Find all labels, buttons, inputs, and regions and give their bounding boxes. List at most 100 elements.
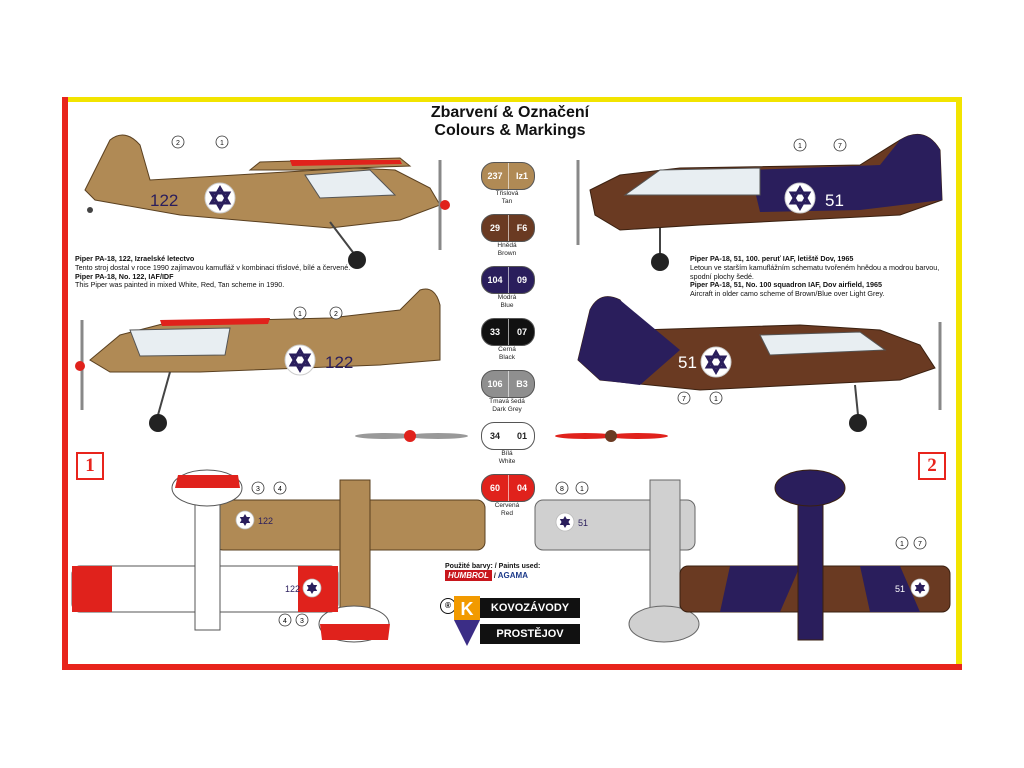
scheme1-top-serial: 122 — [258, 516, 273, 526]
callout-3: 3 — [300, 618, 304, 625]
swatch-name-english: Dark Grey — [492, 405, 522, 413]
title-english: Colours & Markings — [434, 122, 586, 139]
callout-7: 7 — [682, 396, 686, 403]
swatch-name-czech: Hnědá — [497, 242, 517, 249]
agama-logo: AGAMA — [497, 571, 528, 580]
swatch-code-left: 106 — [487, 379, 503, 389]
swatch-name-czech: Modrá — [497, 294, 517, 301]
scheme-number-2: 2 — [918, 452, 946, 480]
callout-3: 3 — [256, 486, 260, 493]
kovozavody-logo: ® K KOVOZÁVODY PROSTĚJOV — [440, 596, 580, 646]
scheme2-upper-serial: 51 — [825, 191, 844, 210]
callout-1: 1 — [580, 486, 584, 493]
frame-left-red — [62, 97, 68, 670]
swatch-name-czech: Červená — [494, 502, 520, 509]
swatch-name-english: Tan — [501, 197, 513, 205]
swatch-code-left: 60 — [489, 483, 500, 493]
swatch-pill: 34 01 — [481, 422, 535, 450]
swatch-name-english: Brown — [497, 249, 517, 257]
paints-used: Použité barvy: / Paints used: HUMBROL / … — [445, 563, 575, 581]
callout-1: 1 — [714, 396, 718, 403]
swatch-code-right: Iz1 — [508, 163, 534, 189]
scheme1-planform-views — [71, 469, 486, 643]
scheme2-side-view-left — [576, 133, 943, 271]
swatch-name-czech: Třislová — [495, 190, 519, 197]
scheme2-side-view-right — [577, 296, 942, 432]
page-title: Zbarvení & Označení Colours & Markings — [400, 104, 620, 140]
callout-1: 1 — [298, 311, 302, 318]
swatch-name-english: Black — [499, 353, 515, 361]
swatch-pill: 104 09 — [481, 266, 535, 294]
swatch-name-czech: Černá — [498, 346, 516, 353]
scheme1-description: Piper PA-18, 122, Izraelské letectvo Ten… — [75, 254, 405, 290]
scheme1-en-title: Piper PA-18, No. 122, IAF/IDF — [75, 271, 174, 281]
scheme1-cz-text: Tento stroj dostal v roce 1990 zajímavou… — [75, 262, 351, 272]
callout-1: 1 — [220, 140, 224, 147]
callout-4: 4 — [278, 486, 282, 493]
swatch-pill: 33 07 — [481, 318, 535, 346]
scheme2-en-text: Aircraft in older camo scheme of Brown/B… — [690, 289, 885, 299]
scheme2-bottom-serial: 51 — [895, 584, 905, 594]
scheme1-en-text: This Piper was painted in mixed White, R… — [75, 280, 285, 290]
scheme1-side-view-right — [75, 288, 441, 432]
scheme2-planform-views — [534, 469, 951, 643]
swatch-code-left: 29 — [489, 223, 500, 233]
swatch-pill: 60 04 — [481, 474, 535, 502]
callout-8: 8 — [560, 486, 564, 493]
frame-right-yellow — [956, 97, 962, 670]
scheme2-cz-text: Letoun ve starším kamuflážním schematu t… — [690, 262, 940, 281]
swatch-code-right: F6 — [508, 215, 534, 241]
scheme1-cz-title: Piper PA-18, 122, Izraelské letectvo — [75, 254, 195, 263]
humbrol-logo: HUMBROL — [445, 570, 492, 581]
swatch-code-left: 33 — [489, 327, 500, 337]
paints-label: Použité barvy: / Paints used: — [445, 563, 541, 570]
swatch-code-right: 01 — [508, 423, 534, 449]
scheme2-lower-serial: 51 — [678, 353, 697, 372]
callout-2: 2 — [334, 311, 338, 318]
scheme-number-1: 1 — [76, 452, 104, 480]
swatch-name-english: White — [498, 457, 516, 465]
scheme2-cz-title: Piper PA-18, 51, 100. peruť IAF, letiště… — [690, 254, 854, 263]
swatch-name-english: Red — [501, 509, 513, 517]
scheme2-en-title: Piper PA-18, 51, No. 100 squadron IAF, D… — [690, 280, 882, 290]
swatch-name-czech: Bílá — [501, 450, 513, 457]
svg-text:K: K — [461, 599, 474, 619]
logo-line-1: KOVOZÁVODY — [480, 598, 580, 618]
k-emblem-icon: K — [454, 596, 480, 646]
scheme2-top-serial: 51 — [578, 518, 588, 528]
callout-2: 2 — [176, 140, 180, 147]
logo-line-2: PROSTĚJOV — [480, 624, 580, 644]
callout-4: 4 — [283, 618, 287, 625]
scheme1-lower-serial: 122 — [325, 353, 353, 372]
swatch-code-left: 104 — [487, 275, 503, 285]
scheme2-description: Piper PA-18, 51, 100. peruť IAF, letiště… — [690, 254, 950, 299]
callout-7: 7 — [838, 143, 842, 150]
swatch-code-right: 04 — [508, 475, 534, 501]
callout-1: 1 — [798, 143, 802, 150]
callout-1: 1 — [900, 541, 904, 548]
propeller-2 — [555, 430, 668, 442]
frame-top-yellow — [62, 97, 962, 102]
swatch-code-left: 237 — [487, 171, 503, 181]
scheme1-upper-serial: 122 — [150, 191, 178, 210]
swatch-pill: 237 Iz1 — [481, 162, 535, 190]
scheme1-side-view-left — [84, 134, 450, 269]
swatch-code-right: 07 — [508, 319, 534, 345]
paints-separator: / — [493, 573, 496, 580]
swatch-name-english: Blue — [500, 301, 514, 309]
swatch-code-left: 34 — [489, 431, 500, 441]
swatch-pill: 29 F6 — [481, 214, 535, 242]
frame-bottom-red — [62, 664, 962, 670]
callout-7: 7 — [918, 541, 922, 548]
scheme1-bottom-serial: 122 — [285, 584, 300, 594]
swatch-code-right: 09 — [508, 267, 534, 293]
swatch-name-czech: Tmavá šedá — [489, 398, 525, 405]
